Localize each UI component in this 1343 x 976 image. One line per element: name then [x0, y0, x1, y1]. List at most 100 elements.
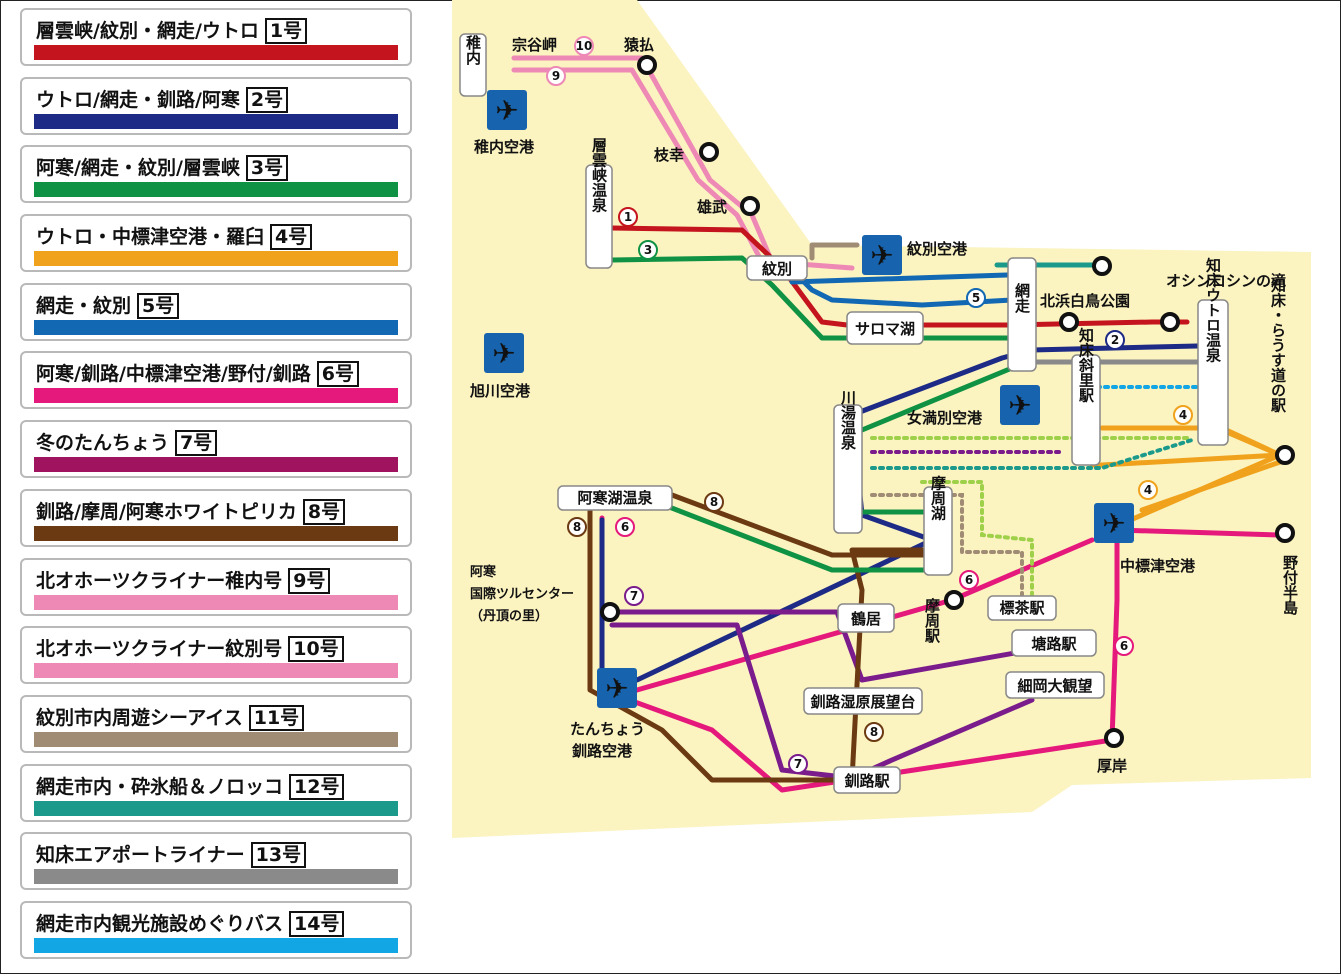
label-akanko: 阿寒湖温泉 — [577, 489, 653, 507]
label-tsuru-1: 阿寒 — [470, 564, 497, 580]
legend-route-name: 網走市内観光施設めぐりバス — [36, 912, 284, 935]
legend-route-number: 2号 — [245, 86, 289, 113]
station-box-akanko — [557, 485, 673, 511]
legend-color-bar — [34, 525, 398, 541]
stop-tsuru — [600, 602, 620, 622]
label-notsuke: 野付半島 — [1281, 555, 1299, 616]
route-badges: 10 9 1 3 5 2 4 4 8 8 6 7 6 6 8 7 — [546, 36, 1193, 774]
legend-route-name: 釧路/摩周/阿寒ホワイトピリカ — [36, 500, 297, 523]
badge-3: 3 — [638, 240, 658, 260]
label-asahikawa-airport: 旭川空港 — [469, 382, 531, 400]
legend-route-number: 7号 — [175, 430, 218, 457]
badge-8a: 8 — [704, 492, 724, 512]
route-3d-line — [661, 502, 935, 573]
airplane-icon — [1000, 385, 1040, 425]
legend-route-number: 11号 — [248, 704, 305, 731]
badge-7b: 7 — [788, 754, 808, 774]
label-towro: 塘路駅 — [1031, 635, 1077, 653]
label-shibecha: 標茶駅 — [999, 599, 1045, 617]
airport-icons: ✈ ✈ ✈ ✈ ✈ ✈ — [484, 90, 1134, 708]
label-wakkanai: 稚内 — [464, 34, 482, 66]
station-box-sounkyo — [585, 164, 613, 269]
plane-glyph: ✈ — [1102, 507, 1125, 540]
label-tsurui: 鶴居 — [851, 610, 881, 628]
legend-route-number: 1号 — [264, 18, 308, 44]
route-4c-line — [1139, 459, 1283, 513]
label-hosooka: 細岡大観望 — [1017, 677, 1092, 695]
stop-notsuke — [1275, 523, 1295, 543]
station-box-shari — [1071, 354, 1101, 466]
label-abashiri: 網走 — [1013, 282, 1031, 314]
svg-text:8: 8 — [573, 520, 581, 534]
legend-color-bar — [34, 251, 398, 267]
legend-route-number: 13号 — [250, 842, 307, 869]
station-box-abashiri — [1007, 257, 1037, 372]
badge-2: 2 — [1105, 330, 1125, 350]
svg-text:3: 3 — [644, 243, 652, 257]
station-box-towro — [1011, 629, 1097, 657]
label-soyamisaki: 宗谷岬 — [512, 36, 557, 54]
stop-teal-end — [1092, 256, 1112, 276]
station-box-monbetsu — [746, 255, 808, 281]
route-5b-line — [789, 272, 1010, 285]
stop-esashi — [699, 142, 719, 162]
station-box-shibecha — [987, 595, 1057, 621]
badge-4a: 4 — [1173, 405, 1193, 425]
label-mashueki: 摩周駅 — [923, 597, 941, 644]
label-memanbetsu-airport: 女満別空港 — [907, 409, 983, 427]
legend-color-bar — [34, 731, 398, 747]
route-1-line — [609, 225, 1190, 328]
badge-8c: 8 — [864, 722, 884, 742]
airplane-icon — [597, 668, 637, 708]
svg-text:8: 8 — [710, 495, 718, 509]
label-saroma: サロマ湖 — [855, 320, 915, 338]
legend-color-bar — [34, 457, 398, 473]
stop-mashueki — [944, 590, 964, 610]
legend-route-name: 冬のたんちょう — [36, 432, 170, 455]
legend-color-bar — [34, 182, 398, 198]
airplane-icon — [487, 90, 527, 130]
station-box-utoro — [1197, 299, 1229, 446]
svg-text:4: 4 — [1144, 483, 1152, 497]
stop-kitahama — [1059, 312, 1079, 332]
legend-color-bar — [34, 45, 398, 60]
svg-text:6: 6 — [1120, 639, 1128, 653]
station-box-tsurui — [837, 603, 895, 633]
legend-route-number: 10号 — [288, 636, 344, 663]
legend-route-number: 5号 — [137, 292, 180, 319]
svg-text:7: 7 — [794, 757, 802, 771]
badge-7a: 7 — [624, 586, 644, 606]
badge-5: 5 — [966, 288, 986, 308]
station-box-wakkanai — [459, 33, 487, 97]
label-esashi: 枝幸 — [654, 146, 684, 164]
stop-rausu — [1275, 445, 1295, 465]
legend-route-number: 4号 — [270, 224, 313, 251]
legend-route-number: 6号 — [316, 361, 359, 388]
svg-text:5: 5 — [972, 291, 980, 305]
svg-text:7: 7 — [630, 589, 638, 603]
route-3c-line — [859, 365, 1015, 433]
label-kushiroeki: 釧路駅 — [844, 772, 890, 790]
legend-route-number: 8号 — [302, 498, 346, 525]
legend-route-name: 知床エアポートライナー — [36, 844, 245, 867]
badge-6b: 6 — [959, 570, 979, 590]
label-wakkanai-airport: 稚内空港 — [474, 138, 535, 156]
station-box-kushiroeki — [833, 766, 901, 794]
label-tsuru-3: （丹頂の里） — [470, 608, 548, 624]
route-map: ✈ ✈ ✈ ✈ ✈ ✈ 稚内 宗谷岬 猿払 稚内空港 枝幸 雄武 層雲峡温泉 紋… — [452, 0, 1311, 838]
route-12c-dotted — [920, 480, 1034, 602]
